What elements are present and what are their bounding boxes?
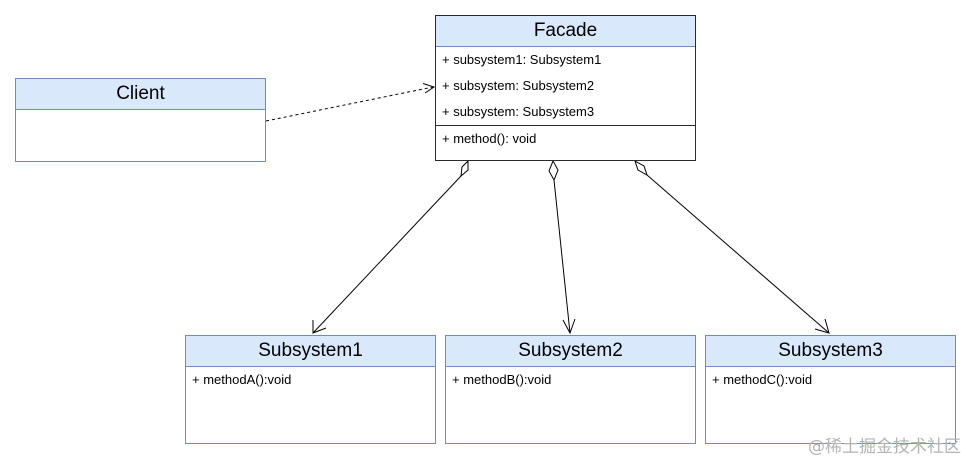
subsystem2-class-name: Subsystem2: [446, 336, 695, 367]
subsystem1-methods: + methodA():void: [186, 367, 435, 393]
facade-attributes: + subsystem1: Subsystem1 + subsystem: Su…: [436, 47, 695, 125]
subsystem2-methods: + methodB():void: [446, 367, 695, 393]
client-class-name: Client: [16, 79, 265, 110]
watermark: @稀土掘金技术社区: [808, 437, 961, 457]
aggregation-facade-subsystem2: [548, 159, 576, 335]
facade-method: + method(): void: [442, 131, 537, 146]
facade-attribute: + subsystem: Subsystem2: [442, 78, 595, 93]
subsystem1-class[interactable]: Subsystem1 + methodA():void: [185, 335, 436, 444]
subsystem2-method: + methodB():void: [452, 372, 552, 387]
aggregation-facade-subsystem3: [634, 159, 830, 334]
facade-attribute: + subsystem: Subsystem3: [442, 104, 595, 119]
subsystem3-class[interactable]: Subsystem3 + methodC():void: [705, 335, 956, 444]
subsystem3-methods: + methodC():void: [706, 367, 955, 393]
subsystem1-class-name: Subsystem1: [186, 336, 435, 367]
subsystem1-method: + methodA():void: [192, 372, 292, 387]
dependency-client-facade: [265, 83, 436, 122]
subsystem2-class[interactable]: Subsystem2 + methodB():void: [445, 335, 696, 444]
facade-methods: + method(): void: [436, 125, 695, 152]
facade-attribute: + subsystem1: Subsystem1: [442, 52, 602, 67]
facade-class[interactable]: Facade + subsystem1: Subsystem1 + subsys…: [435, 15, 696, 161]
subsystem3-class-name: Subsystem3: [706, 336, 955, 367]
client-class[interactable]: Client: [15, 78, 266, 162]
aggregation-facade-subsystem1: [312, 159, 469, 334]
subsystem3-method: + methodC():void: [712, 372, 813, 387]
facade-class-name: Facade: [436, 16, 695, 47]
